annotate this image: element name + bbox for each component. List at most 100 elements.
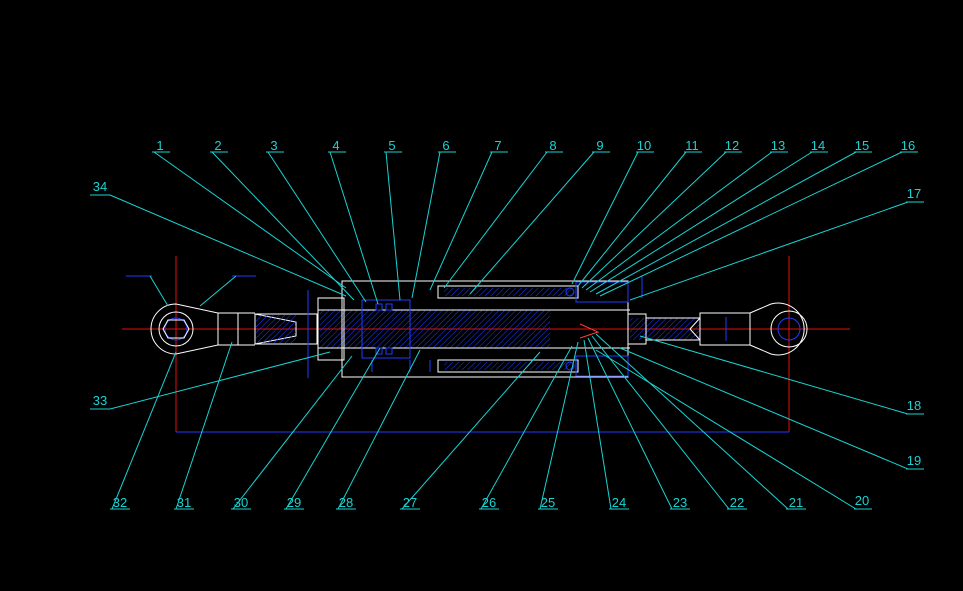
left-eye-body (150, 303, 219, 355)
lower-spring-hatch (444, 362, 574, 370)
balloon-leaders (90, 151, 924, 510)
label-22: 22 (730, 495, 744, 510)
seals (307, 276, 643, 378)
label-31: 31 (177, 495, 191, 510)
piston-rod-hatch (320, 310, 550, 348)
leader-4 (329, 151, 379, 305)
seal-lower-1 (375, 347, 383, 355)
leader-15 (595, 151, 857, 295)
leader-27 (401, 351, 541, 510)
leader-22 (591, 335, 730, 510)
leader-19 (619, 347, 909, 470)
right-rod-hatch (630, 318, 700, 340)
seal-upper-1 (375, 303, 383, 311)
leader-1 (153, 151, 347, 289)
check-valve-accent (579, 323, 600, 339)
label-12: 12 (725, 138, 739, 153)
leader-30 (232, 355, 353, 510)
seal-upper-2 (385, 303, 393, 311)
label-28: 28 (339, 495, 353, 510)
lower-valve-block (575, 355, 629, 377)
label-8: 8 (549, 138, 556, 153)
label-24: 24 (612, 495, 626, 510)
leader-2 (211, 151, 355, 301)
label-21: 21 (789, 495, 803, 510)
label-6: 6 (442, 138, 449, 153)
label-7: 7 (494, 138, 501, 153)
leader-16 (599, 151, 903, 297)
lower-inner-sleeve (437, 359, 579, 373)
left-tag-1-leader (149, 275, 169, 307)
right-neck (699, 312, 751, 346)
upper-spring-hatch (444, 288, 574, 296)
label-23: 23 (673, 495, 687, 510)
label-18: 18 (907, 398, 921, 413)
label-1: 1 (156, 138, 163, 153)
left-rod-clevis (254, 313, 318, 345)
label-34: 34 (93, 179, 107, 194)
label-16: 16 (901, 138, 915, 153)
upper-inner-sleeve (437, 285, 579, 299)
left-end-cap (317, 297, 345, 361)
leader-31 (175, 341, 233, 510)
leader-5 (385, 151, 401, 301)
left-eye-bushing (164, 317, 188, 341)
label-14: 14 (811, 138, 825, 153)
label-20: 20 (855, 493, 869, 508)
gland-assembly (361, 299, 411, 359)
o-ring-lower (565, 361, 575, 371)
left-clevis-hatch (256, 315, 296, 343)
label-25: 25 (541, 495, 555, 510)
leader-12 (581, 151, 727, 289)
label-2: 2 (214, 138, 221, 153)
right-eye-bore (770, 310, 808, 348)
label-4: 4 (332, 138, 339, 153)
label-19: 19 (907, 453, 921, 468)
label-33: 33 (93, 393, 107, 408)
leader-32 (111, 351, 177, 510)
leader-10 (571, 151, 639, 285)
leader-6 (411, 151, 441, 299)
right-thread (689, 317, 701, 341)
leader-28 (337, 349, 421, 510)
leader-24 (583, 339, 612, 510)
leader-8 (443, 151, 548, 289)
leader-9 (469, 151, 595, 295)
label-32: 32 (113, 495, 127, 510)
o-ring-upper (565, 287, 575, 297)
left-eye-bore (158, 311, 194, 347)
leader-20 (595, 349, 857, 510)
section-hatching (256, 288, 700, 370)
label-17: 17 (907, 186, 921, 201)
label-15: 15 (855, 138, 869, 153)
upper-valve-block (575, 281, 629, 303)
right-eye-bushing (777, 317, 801, 341)
cylinder-body (317, 280, 647, 378)
label-26: 26 (482, 495, 496, 510)
leader-13 (585, 151, 773, 291)
label-11: 11 (685, 138, 699, 153)
leader-33 (109, 351, 331, 410)
leader-3 (267, 151, 367, 303)
leader-26 (480, 345, 573, 510)
right-eye-body (749, 302, 805, 356)
left-eye-hex (162, 319, 190, 339)
leader-25 (539, 341, 579, 510)
leader-14 (589, 151, 813, 293)
leader-7 (429, 151, 493, 291)
leader-11 (577, 151, 687, 287)
leader-34 (109, 194, 347, 297)
label-5: 5 (388, 138, 395, 153)
label-10: 10 (637, 138, 651, 153)
label-3: 3 (270, 138, 277, 153)
leader-23 (587, 337, 673, 510)
label-13: 13 (771, 138, 785, 153)
leader-18 (639, 335, 909, 415)
left-tag-2-leader (199, 275, 237, 307)
right-end-cap (627, 313, 647, 345)
label-27: 27 (403, 495, 417, 510)
leader-21 (595, 333, 789, 510)
label-9: 9 (596, 138, 603, 153)
